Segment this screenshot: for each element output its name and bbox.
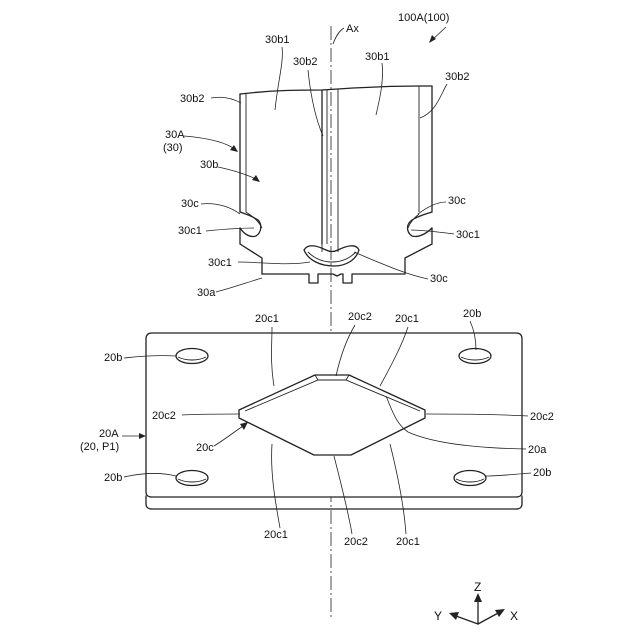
- leader-30b2-right: [420, 84, 447, 118]
- leader-30b2-mid: [308, 70, 323, 136]
- label-30c1-right: 30c1: [456, 229, 480, 241]
- label-30b2-left: 30b2: [180, 93, 204, 105]
- leader-30b: [218, 167, 258, 180]
- label-30b2-mid: 30b2: [293, 56, 317, 68]
- tube-body: [240, 86, 432, 283]
- label-30a: 30a: [197, 287, 216, 299]
- label-20c1-top-right: 20c1: [395, 313, 419, 325]
- label-30c1-front: 30c1: [208, 257, 232, 269]
- assembly-reference-label: 100A(100): [398, 12, 449, 24]
- label-30c-front: 30c: [430, 273, 448, 285]
- label-20A-paren: (20, P1): [80, 441, 119, 453]
- label-30A-paren: (30): [163, 142, 183, 154]
- label-20c1-bottom-right: 20c1: [396, 536, 420, 548]
- assembly-reference-arrowhead: [429, 35, 436, 43]
- leader-30b1-right: [376, 63, 383, 115]
- y-arrowhead: [449, 612, 459, 620]
- coordinate-axes: Z Y X: [434, 580, 518, 624]
- x-arrowhead: [495, 609, 505, 617]
- z-arrowhead: [474, 593, 482, 602]
- leader-30c1-front: [238, 262, 310, 264]
- label-30c-left: 30c: [181, 198, 199, 210]
- label-30b1-left: 30b1: [265, 34, 289, 46]
- label-30b2-right: 30b2: [445, 71, 469, 83]
- label-20b-top-left: 20b: [104, 352, 122, 364]
- label-20a: 20a: [528, 444, 547, 456]
- arrowhead-20A: [139, 433, 146, 439]
- axis-x-label: X: [510, 609, 518, 623]
- label-30c-right: 30c: [448, 195, 466, 207]
- label-30c1-left: 30c1: [178, 225, 202, 237]
- leader-30a: [216, 278, 262, 292]
- axis-label-leader: [333, 28, 344, 44]
- axis-label: Ax: [346, 23, 359, 35]
- label-20c2-top: 20c2: [348, 311, 372, 323]
- leader-30b2-left: [211, 97, 241, 103]
- leader-30c-front: [354, 252, 428, 279]
- arrowhead-30A: [230, 145, 238, 152]
- label-20c1-top-left: 20c1: [255, 313, 279, 325]
- label-20A: 20A: [99, 428, 119, 440]
- label-30A: 30A: [165, 129, 185, 141]
- label-20b-bottom-right: 20b: [533, 467, 551, 479]
- base-plate: [146, 333, 522, 509]
- leader-30b1-left: [275, 47, 282, 110]
- leader-30A: [184, 136, 236, 150]
- label-20b-top-right: 20b: [463, 308, 481, 320]
- axis-z-label: Z: [474, 580, 481, 594]
- label-30b: 30b: [200, 159, 218, 171]
- label-20c2-bottom: 20c2: [344, 536, 368, 548]
- label-20c1-bottom-left: 20c1: [264, 529, 288, 541]
- label-30b1-right: 30b1: [365, 51, 389, 63]
- label-20c: 20c: [196, 442, 214, 454]
- axis-y-label: Y: [434, 609, 442, 623]
- label-20b-bottom-left: 20b: [104, 472, 122, 484]
- label-20c2-right: 20c2: [530, 411, 554, 423]
- leader-30c-left: [201, 204, 240, 214]
- leader-30c1-left: [206, 228, 254, 231]
- arrowhead-30b: [252, 175, 260, 182]
- label-20c2-left: 20c2: [152, 410, 176, 422]
